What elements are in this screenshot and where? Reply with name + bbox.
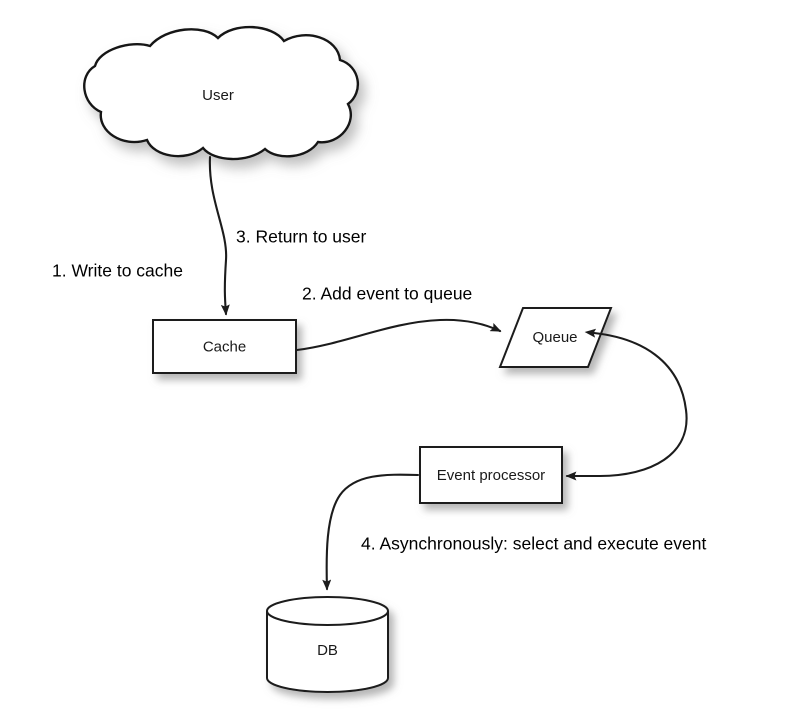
node-user-label: User [202,87,234,104]
node-db-label: DB [317,642,338,659]
node-user[interactable]: User [83,25,360,161]
node-cache-label: Cache [203,338,246,355]
node-event-processor[interactable]: Event processor [419,446,563,504]
node-queue-label: Queue [532,329,577,346]
step-label-4: 4. Asynchronously: select and execute ev… [361,534,706,554]
edge-queue-event-processor[interactable] [565,328,688,481]
step-label-1: 1. Write to cache [52,261,183,281]
node-db[interactable]: DB [266,596,389,693]
edge-cache-to-queue[interactable] [295,318,502,352]
edge-event-processor-to-db[interactable] [322,473,420,591]
step-label-3: 3. Return to user [236,227,367,247]
edge-user-to-cache[interactable] [208,155,230,316]
node-cache[interactable]: Cache [152,319,297,374]
node-event-processor-label: Event processor [437,467,545,484]
node-queue[interactable]: Queue [498,307,613,368]
step-label-2: 2. Add event to queue [302,284,472,304]
